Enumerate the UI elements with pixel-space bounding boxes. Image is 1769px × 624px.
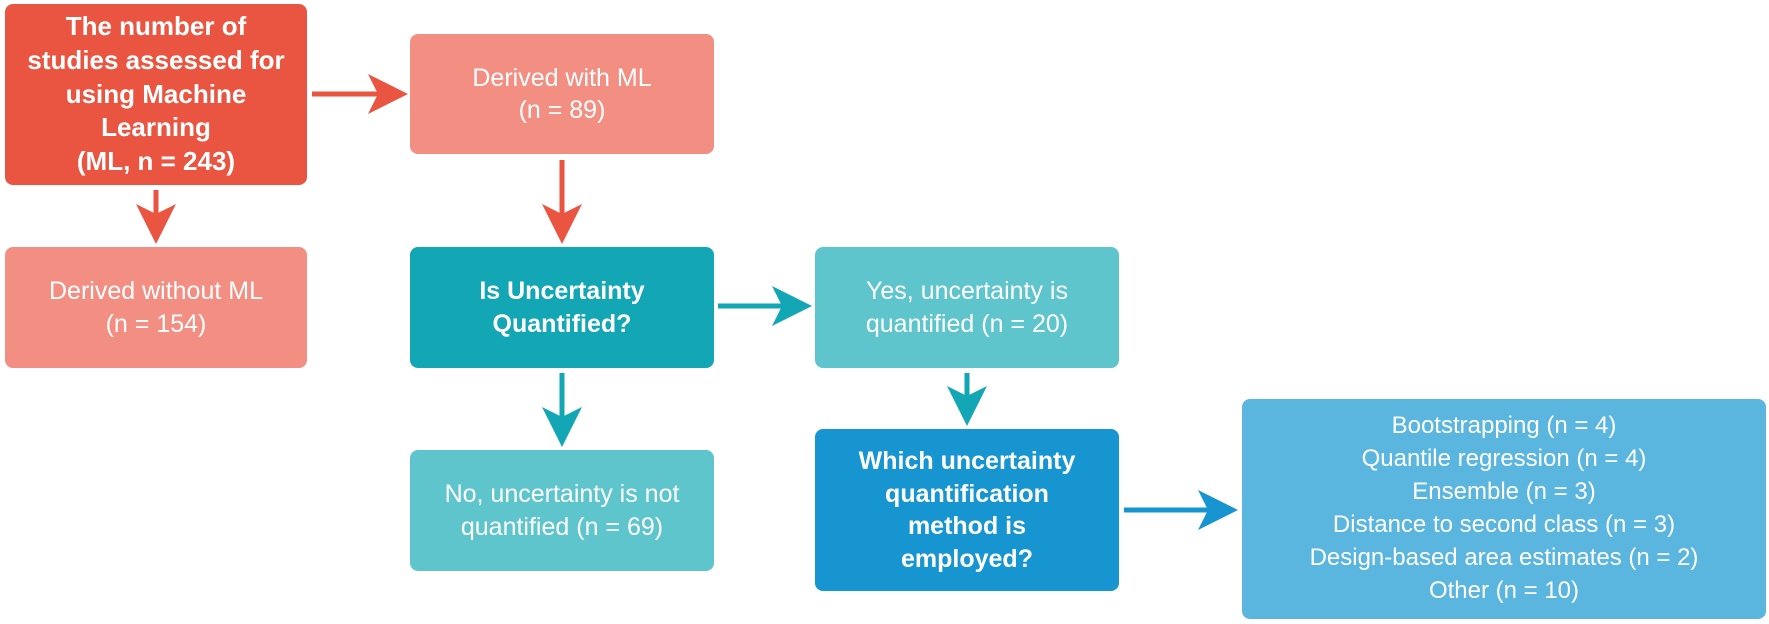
box-line: method is <box>907 512 1027 540</box>
box-line: quantified (n = 20) <box>865 309 1069 338</box>
box-line: Learning <box>101 112 211 143</box>
box-line: quantified (n = 69) <box>460 512 664 541</box>
method-item: Ensemble (n = 3) <box>1412 478 1596 506</box>
box-line: studies assessed for <box>27 44 285 75</box>
method-item: Distance to second class (n = 3) <box>1332 511 1676 538</box>
yes-quantified-box: Yes, uncertainty is quantified (n = 20) <box>815 247 1119 368</box>
box-line: Yes, uncertainty is <box>866 277 1068 305</box>
box-line: Quantified? <box>492 309 632 338</box>
box-line: Which uncertainty <box>858 447 1076 475</box>
derived-without-ml-box: Derived without ML (n = 154) <box>5 247 307 368</box>
box-line: (ML, n = 243) <box>76 146 236 177</box>
box-line: employed? <box>901 544 1033 573</box>
not-quantified-box: No, uncertainty is not quantified (n = 6… <box>410 450 714 571</box>
methods-list-box: Bootstrapping (n = 4) Quantile regressio… <box>1242 399 1766 619</box>
method-item: Design-based area estimates (n = 2) <box>1309 543 1699 571</box>
box-line: No, uncertainty is not <box>444 480 680 508</box>
box-line: Is Uncertainty <box>479 277 645 305</box>
derived-with-ml-box: Derived with ML (n = 89) <box>410 34 714 154</box>
method-item: Quantile regression (n = 4) <box>1361 445 1647 473</box>
box-line: Derived with ML <box>472 63 652 92</box>
box-line: quantification <box>885 479 1049 508</box>
box-line: The number of <box>65 11 247 41</box>
box-line: Derived without ML <box>49 277 263 305</box>
box-line: using Machine <box>65 78 247 109</box>
box-line: (n = 89) <box>518 96 606 124</box>
is-uncertainty-quantified-box: Is Uncertainty Quantified? <box>410 247 714 368</box>
which-method-box: Which uncertainty quantification method … <box>815 429 1119 591</box>
method-item: Other (n = 10) <box>1428 576 1580 604</box>
method-item: Bootstrapping (n = 4) <box>1391 412 1617 440</box>
box-line: (n = 154) <box>105 309 207 338</box>
total-studies-box: The number of studies assessed for using… <box>5 4 307 185</box>
